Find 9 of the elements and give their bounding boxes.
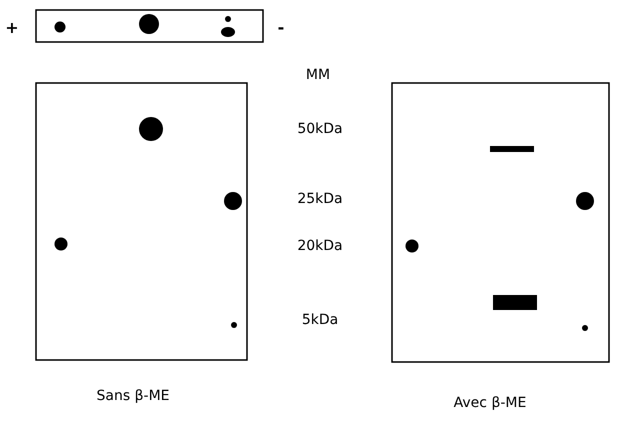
molecular-weight-label: 20kDa: [297, 239, 343, 253]
molecular-weight-label: 25kDa: [297, 192, 343, 206]
polarity-sign: -: [278, 20, 284, 36]
molecular-weight-label: 5kDa: [302, 313, 338, 327]
molecular-weight-label: 50kDa: [297, 122, 343, 136]
gel-caption: Sans β-ME: [96, 389, 170, 403]
gel-caption: Avec β-ME: [454, 396, 526, 410]
polarity-sign: +: [5, 20, 19, 36]
column-heading: MM: [306, 68, 330, 82]
